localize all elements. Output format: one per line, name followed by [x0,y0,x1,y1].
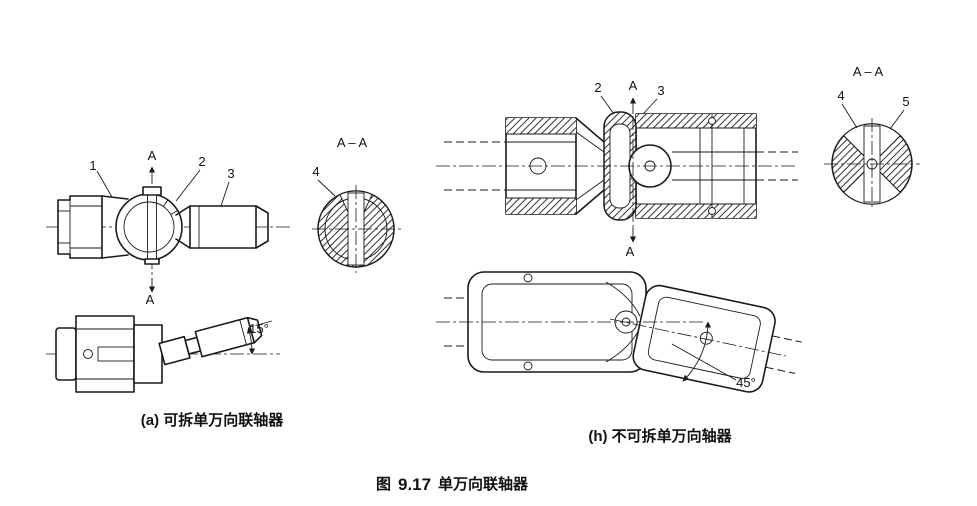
part-label-1: 1 [89,158,96,173]
caption-sub-a: (a) 可拆单万向联轴器 [141,411,285,429]
pin-hole [83,349,93,359]
section-marker-b-bottom: A [626,244,635,259]
view-b-bottom [436,271,802,393]
figure-title: 单万向联轴器 [438,475,529,493]
part-label-4b: 4 [837,88,844,103]
part-label-5b: 5 [902,94,909,109]
angle-arc-a [246,326,256,355]
view-b-top [436,95,798,243]
section-view-label-b: A – A [853,64,884,79]
caption-sub-b: (h) 不可拆单万向轴器 [588,427,732,445]
view-b-section [824,103,920,210]
figure-number: 9.17 [398,475,431,494]
section-marker-a-top: A [148,148,157,163]
angle-label-b: 45° [736,375,756,390]
view-a-bottom [46,315,280,393]
section-marker-b-top: A [629,78,638,93]
part-label-2: 2 [198,154,205,169]
section-view-label-a: A – A [337,135,368,150]
part-label-3: 3 [227,166,234,181]
section-marker-a-bottom: A [146,292,155,307]
part-label-4: 4 [312,164,319,179]
part-label-3b: 3 [657,83,664,98]
figure-caption-word: 图 [376,476,391,493]
view-a-section [312,179,402,273]
pin-cap [142,186,162,196]
angled-shaft [158,316,263,366]
part-label-2b: 2 [594,80,601,95]
view-a-top [46,166,290,293]
angle-arc-b [682,321,712,382]
angle-label-a: 15° [249,321,269,336]
